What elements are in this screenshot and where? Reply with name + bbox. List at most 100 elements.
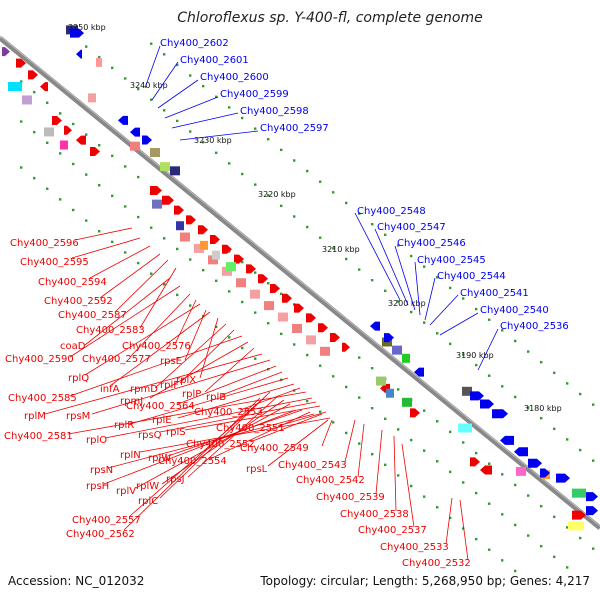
track-dot	[501, 385, 504, 388]
gene-label: Chy400_2564	[126, 401, 195, 412]
track-dot	[46, 141, 49, 144]
gene-feature	[150, 148, 160, 157]
track-dot	[124, 205, 127, 208]
track-dot	[137, 261, 140, 265]
track-dot	[592, 403, 595, 406]
gene-label: Chy400_2590	[5, 354, 74, 365]
gene-label: rpsQ	[138, 430, 162, 441]
gene-label: rplM	[24, 411, 46, 422]
gene-label: Chy400_2533	[380, 542, 449, 553]
leader-line	[321, 419, 333, 447]
track-dot	[579, 448, 582, 452]
gene-feature	[318, 323, 328, 333]
track-dot	[59, 112, 62, 115]
leader-line	[129, 395, 267, 517]
leader-line	[393, 435, 397, 512]
track-dot	[540, 417, 543, 420]
track-dot	[215, 325, 218, 328]
gene-feature	[76, 49, 82, 59]
track-dot	[397, 428, 400, 431]
gene-feature	[194, 243, 204, 253]
track-dot	[397, 300, 400, 303]
track-dot	[98, 184, 101, 187]
gene-label: rplO	[86, 435, 107, 446]
leader-line	[174, 299, 197, 345]
gene-label: Chy400_2554	[158, 456, 227, 467]
gene-feature	[330, 333, 340, 342]
track-dot	[358, 212, 361, 215]
track-dot	[488, 374, 491, 377]
gene-feature	[198, 225, 208, 235]
gene-label: Chy400_2600	[200, 72, 269, 83]
leader-line	[99, 253, 161, 299]
gene-label: rplX	[176, 375, 196, 386]
track-dot	[540, 545, 543, 548]
gene-feature	[226, 262, 236, 272]
gene-feature	[152, 199, 162, 209]
track-dot	[254, 311, 257, 314]
track-dot	[254, 127, 257, 130]
track-dot	[566, 438, 569, 441]
gene-feature	[208, 255, 218, 265]
tick-label: 3240 kbp	[130, 81, 168, 90]
gene-label: Chy400_2540	[480, 305, 549, 316]
track-dot	[397, 474, 400, 477]
gene-label: Chy400_2594	[38, 277, 107, 288]
gene-feature	[342, 342, 350, 352]
track-dot	[319, 410, 322, 413]
track-dot	[527, 406, 530, 409]
gene-feature	[376, 376, 386, 386]
gene-label: rpsH	[86, 481, 109, 492]
gene-label: rpsE	[160, 356, 182, 367]
track-dot	[371, 222, 374, 226]
gene-feature	[130, 141, 140, 151]
gene-label: Chy400_2551	[216, 423, 285, 434]
gene-label: rplV	[116, 486, 136, 497]
gene-feature	[60, 140, 68, 150]
gene-feature	[410, 408, 420, 418]
topology-text: Topology: circular; Length: 5,268,950 bp…	[259, 574, 590, 588]
gene-feature	[40, 82, 48, 92]
gene-label: Chy400_2539	[316, 492, 385, 503]
track-dot	[475, 537, 478, 541]
gene-feature	[2, 47, 10, 57]
track-dot	[20, 166, 23, 169]
track-dot	[332, 421, 335, 424]
gene-label: rplR	[114, 420, 134, 431]
track-dot	[176, 247, 179, 251]
track-dot	[475, 363, 478, 367]
gene-label: infA	[100, 384, 120, 395]
leader-line	[44, 353, 263, 415]
track-dot	[371, 278, 374, 282]
gene-feature	[386, 388, 394, 398]
gene-feature	[200, 240, 208, 250]
gene-feature	[142, 135, 152, 145]
gene-feature	[118, 115, 128, 125]
gene-label: Chy400_2557	[72, 515, 141, 526]
leader-line	[109, 311, 211, 387]
gene-feature	[282, 293, 292, 303]
gene-label: Chy400_2544	[437, 271, 506, 282]
track-dot	[566, 566, 569, 569]
track-dot	[488, 502, 491, 505]
gene-feature	[370, 321, 380, 331]
track-dot	[436, 332, 439, 335]
track-dot	[358, 268, 361, 271]
gene-feature	[174, 205, 184, 215]
track-dot	[319, 364, 322, 367]
gene-label: rplE	[152, 415, 172, 426]
gene-label: Chy400_2532	[402, 558, 471, 569]
gene-feature	[70, 28, 84, 38]
track-dot	[358, 396, 361, 399]
track-dot	[150, 98, 153, 101]
gene-feature	[246, 264, 256, 274]
leader-line	[177, 365, 277, 405]
track-dot	[436, 506, 439, 509]
gene-features	[2, 25, 598, 531]
track-dot	[410, 484, 413, 488]
gene-label: Chy400_2541	[460, 288, 529, 299]
gene-label: rplF	[160, 380, 179, 391]
gene-label: rpsJ	[166, 474, 185, 485]
track-dot	[345, 431, 348, 435]
gene-label: Chy400_2545	[417, 255, 486, 266]
